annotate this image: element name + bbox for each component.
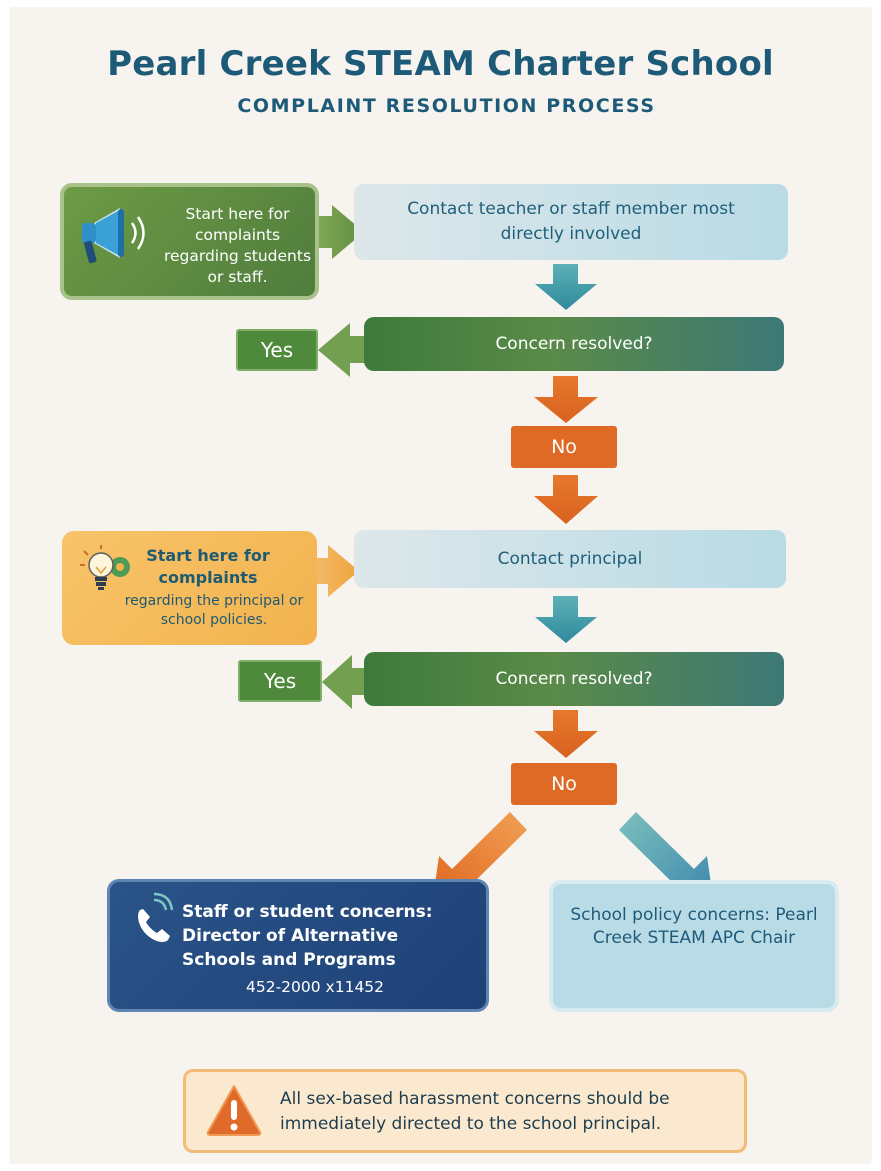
yes-text-2: Yes [263,669,297,693]
yes-box-1: Yes [236,329,318,371]
arrow-down-teal-1 [535,264,597,310]
arrow-down-orange-3 [534,710,598,758]
concern-resolved-text-1: Concern resolved? [495,334,653,354]
page-subtitle: COMPLAINT RESOLUTION PROCESS [237,95,656,117]
start-principal-box: Start here for complaints regarding the … [62,531,317,645]
no-box-2: No [511,763,617,805]
page-title: Pearl Creek STEAM Charter School [107,44,774,84]
arrow-down-teal-2 [535,596,597,643]
director-title: Staff or student concerns: Director of A… [182,902,433,970]
policy-concerns-text: School policy concerns: Pearl Creek STEA… [570,905,818,948]
warning-icon [206,1085,262,1136]
start-students-staff-text: Start here for complaints regarding stud… [163,205,312,286]
harassment-note-box: All sex-based harassment concerns should… [183,1069,747,1153]
no-box-1: No [511,426,617,468]
start-principal-heading: Start here for complaints [146,546,270,587]
start-principal-text: regarding the principal or school polici… [124,593,304,628]
arrow-right-yellow [303,545,359,597]
lightbulb-icon [80,545,130,590]
concern-resolved-text-2: Concern resolved? [495,669,653,689]
contact-principal-box: Contact principal [354,530,786,588]
arrow-down-orange-2 [534,475,598,524]
director-contact-box: Staff or student concerns: Director of A… [107,879,489,1012]
director-phone: 452-2000 x11452 [246,978,385,996]
start-students-staff-box: Start here for complaints regarding stud… [60,183,319,300]
harassment-note-text: All sex-based harassment concerns should… [280,1089,670,1134]
no-text-2: No [551,773,577,795]
contact-teacher-box: Contact teacher or staff member most dir… [354,184,788,260]
arrow-left-yes-1 [318,323,378,377]
contact-teacher-text: Contact teacher or staff member most dir… [407,199,735,244]
yes-box-2: Yes [238,660,322,702]
no-text-1: No [551,436,577,458]
megaphone-icon [82,208,145,264]
yes-text-1: Yes [260,338,294,362]
phone-icon [138,892,174,942]
arrow-down-orange-1 [534,376,598,423]
policy-concerns-box: School policy concerns: Pearl Creek STEA… [549,880,839,1012]
contact-principal-text: Contact principal [497,548,643,569]
concern-resolved-box-2: Concern resolved? [364,652,784,706]
concern-resolved-box-1: Concern resolved? [364,317,784,371]
